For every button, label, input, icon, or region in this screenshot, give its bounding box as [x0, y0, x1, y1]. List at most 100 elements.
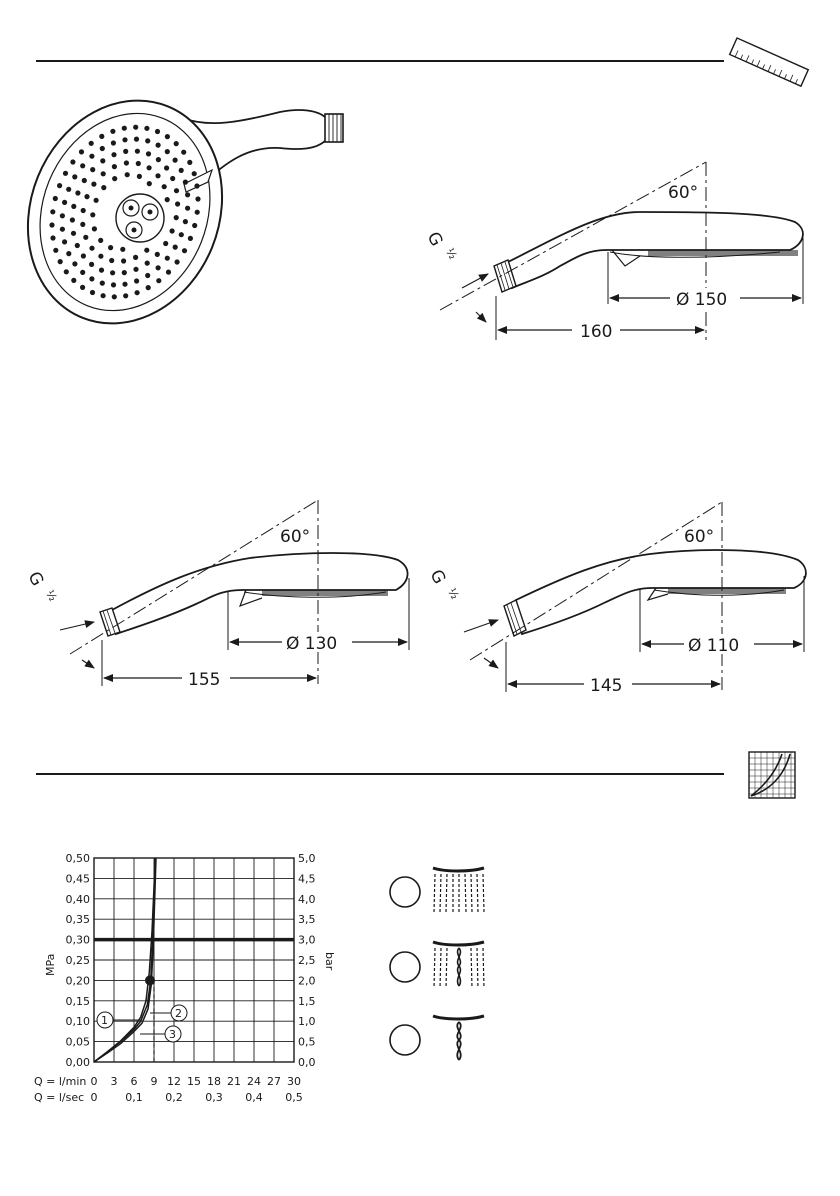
- nozzle-dot: [163, 241, 168, 246]
- nozzle-dot: [195, 196, 200, 201]
- spray-mode-3: [390, 1016, 484, 1060]
- nozzle-dot: [72, 174, 77, 179]
- nozzle-dot: [49, 222, 54, 227]
- nozzle-dot: [64, 269, 69, 274]
- thread-frac-d130: ½: [43, 588, 59, 604]
- nozzle-dot: [89, 141, 94, 146]
- nozzle-dot: [133, 255, 138, 260]
- x-tick-lmin: 0: [91, 1075, 98, 1088]
- x-tick-lmin: 24: [247, 1075, 261, 1088]
- callout-2: 2: [150, 1005, 187, 1021]
- thread-frac-d110: ½: [445, 586, 461, 602]
- nozzle-dot: [70, 159, 75, 164]
- nozzle-dot: [112, 164, 117, 169]
- nozzle-dot: [179, 168, 184, 173]
- y-axis-label-mpa: MPa: [44, 954, 57, 976]
- nozzle-dot: [71, 204, 76, 209]
- nozzle-dot: [62, 200, 67, 205]
- nozzle-dot: [123, 293, 128, 298]
- angle-label-d110: 60°: [684, 527, 714, 547]
- spray-mode-3-marker: [390, 1025, 420, 1055]
- nozzle-dot: [156, 157, 161, 162]
- massage-jet-icon: [433, 1016, 484, 1060]
- y-tick-right: 1,5: [298, 995, 316, 1008]
- x-axis-label-lmin: Q = l/min: [34, 1075, 86, 1088]
- length-label-d110: 145: [590, 676, 622, 696]
- nozzle-dot: [111, 282, 116, 287]
- y-tick-left: 0,45: [66, 872, 91, 885]
- nozzle-dot: [146, 151, 151, 156]
- y-tick-left: 0,00: [66, 1056, 91, 1069]
- nozzle-dot: [89, 262, 94, 267]
- nozzle-dot: [75, 190, 80, 195]
- nozzle-dot: [80, 163, 85, 168]
- side-drawing-d130: 60° Ø 130 155 G ½: [23, 500, 409, 690]
- nozzle-dot: [80, 285, 85, 290]
- nozzle-dot: [135, 290, 140, 295]
- spray-mode-2: [390, 942, 484, 988]
- y-tick-left: 0,25: [66, 954, 91, 967]
- nozzle-dot: [156, 265, 161, 270]
- nozzle-dot: [99, 268, 104, 273]
- nozzle-dot: [170, 176, 175, 181]
- operating-point: [145, 975, 155, 985]
- nozzle-dot: [83, 235, 88, 240]
- thread-frac-d150: ½: [443, 246, 459, 262]
- nozzle-dot: [134, 278, 139, 283]
- nozzle-dot: [155, 252, 160, 257]
- nozzle-dot: [58, 259, 63, 264]
- nozzle-dot: [81, 253, 86, 258]
- nozzle-dot: [89, 276, 94, 281]
- y-tick-right: 5,0: [298, 852, 316, 865]
- spray-mode-1-marker: [390, 877, 420, 907]
- nozzle-dot: [57, 183, 62, 188]
- nozzle-dot: [192, 171, 197, 176]
- y-tick-left: 0,15: [66, 995, 91, 1008]
- nozzle-dot: [145, 261, 150, 266]
- mixed-spray-icon: [433, 942, 484, 988]
- nozzle-dot: [89, 246, 94, 251]
- x-tick-lsec: 0,4: [245, 1091, 263, 1104]
- nozzle-dot: [144, 248, 149, 253]
- nozzle-dot: [98, 254, 103, 259]
- x-tick-lmin: 9: [151, 1075, 158, 1088]
- y-tick-right: 2,0: [298, 974, 316, 987]
- nozzle-dot: [111, 140, 116, 145]
- nozzle-dot: [62, 239, 67, 244]
- diameter-label-d130: Ø 130: [286, 634, 337, 654]
- nozzle-dot: [146, 285, 151, 290]
- x-tick-lmin: 30: [287, 1075, 301, 1088]
- nozzle-dot: [100, 158, 105, 163]
- nozzle-dot: [162, 184, 167, 189]
- nozzle-dot: [72, 261, 77, 266]
- nozzle-dot: [122, 137, 127, 142]
- ruler-icon: [730, 38, 809, 86]
- nozzle-dot: [173, 158, 178, 163]
- nozzle-dot: [144, 126, 149, 131]
- nozzle-dot: [79, 149, 84, 154]
- nozzle-dot: [134, 137, 139, 142]
- y-tick-left: 0,10: [66, 1015, 91, 1028]
- nozzle-dot: [185, 192, 190, 197]
- nozzle-dot: [156, 143, 161, 148]
- flow-curve-icon: [749, 752, 795, 798]
- nozzle-dot: [101, 185, 106, 190]
- y-tick-left: 0,50: [66, 852, 91, 865]
- nozzle-dot: [147, 181, 152, 186]
- nozzle-dot: [155, 129, 160, 134]
- nozzle-dot: [187, 160, 192, 165]
- nozzle-dot: [90, 167, 95, 172]
- nozzle-dot: [71, 278, 76, 283]
- nozzle-dot: [99, 134, 104, 139]
- nozzle-dot: [122, 270, 127, 275]
- nozzle-dot: [170, 228, 175, 233]
- x-tick-lmin: 21: [227, 1075, 241, 1088]
- flow-chart: 0369121518212427300,000,00,050,50,101,00…: [34, 852, 336, 1104]
- nozzle-dot: [133, 125, 138, 130]
- nozzle-dot: [179, 232, 184, 237]
- y-tick-left: 0,20: [66, 974, 91, 987]
- y-tick-left: 0,05: [66, 1036, 91, 1049]
- nozzle-dot: [80, 222, 85, 227]
- nozzle-dot: [188, 236, 193, 241]
